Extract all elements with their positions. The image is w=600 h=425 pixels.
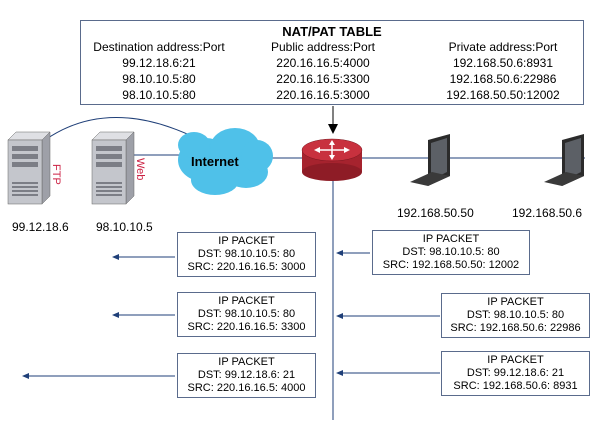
- nat-cell: 99.12.18.6:21: [122, 56, 196, 70]
- packet-src: SRC: 192.168.50.6: 8931: [453, 380, 578, 392]
- laptop-icon: [410, 134, 450, 186]
- nat-column-private: Private address:Port 192.168.50.6:8931 1…: [425, 39, 581, 103]
- packet-arrowhead-left: [336, 250, 343, 256]
- nat-cell: 220.16.16.5:4000: [276, 56, 370, 70]
- web-server-ip: 98.10.10.5: [96, 220, 153, 234]
- laptop-1-ip: 192.168.50.50: [397, 206, 474, 220]
- packet-dst: DST: 98.10.10.5: 80: [197, 308, 296, 320]
- packet-arrowhead-left: [112, 312, 119, 318]
- web-server-tag: Web: [134, 158, 146, 180]
- nat-header: Private address:Port: [448, 40, 558, 54]
- laptop-2-ip: 192.168.50.6: [512, 206, 583, 220]
- internet-cloud: [178, 128, 273, 195]
- packet-dst: DST: 98.10.10.5: 80: [402, 246, 500, 258]
- packet-dst: DST: 99.12.18.6: 21: [466, 367, 565, 379]
- ip-packet-public: IP PACKET DST: 99.12.18.6: 21 SRC: 220.1…: [177, 353, 316, 398]
- ftp-server-ip: 99.12.18.6: [12, 220, 69, 234]
- nat-header: Destination address:Port: [93, 40, 225, 54]
- laptop-icon: [544, 134, 584, 186]
- ip-packet-public: IP PACKET DST: 98.10.10.5: 80 SRC: 220.1…: [177, 232, 316, 277]
- nat-cell: 98.10.10.5:80: [122, 88, 196, 102]
- packet-title: IP PACKET: [218, 235, 275, 247]
- nat-cell: 220.16.16.5:3000: [276, 88, 370, 102]
- packet-title: IP PACKET: [487, 296, 544, 308]
- internet-label: Internet: [191, 154, 239, 169]
- nat-column-destination: Destination address:Port 99.12.18.6:21 9…: [85, 39, 233, 103]
- packet-arrowhead-left: [112, 254, 119, 260]
- packet-src: SRC: 220.16.16.5: 4000: [187, 382, 306, 394]
- nat-cell: 192.168.50.50:12002: [446, 88, 560, 102]
- nat-column-public: Public address:Port 220.16.16.5:4000 220…: [257, 39, 389, 103]
- packet-src: SRC: 192.168.50.6: 22986: [450, 322, 581, 334]
- ip-packet-private: IP PACKET DST: 99.12.18.6: 21 SRC: 192.1…: [441, 351, 590, 396]
- nat-cell: 192.168.50.6:8931: [452, 56, 554, 70]
- packet-title: IP PACKET: [218, 356, 275, 368]
- nat-cell: 220.16.16.5:3300: [276, 72, 370, 86]
- table-to-router-arrowhead: [328, 124, 338, 134]
- web-server-icon: [91, 131, 135, 205]
- packet-title: IP PACKET: [422, 233, 480, 245]
- nat-cell: 98.10.10.5:80: [122, 72, 196, 86]
- ftp-server-tag: FTP: [50, 164, 62, 185]
- nat-table-title: NAT/PAT TABLE: [282, 24, 382, 39]
- packet-dst: DST: 99.12.18.6: 21: [197, 369, 296, 381]
- packet-title: IP PACKET: [487, 354, 544, 366]
- packet-arrowhead-left: [336, 313, 343, 319]
- packet-arrowhead-left: [336, 370, 343, 376]
- ip-packet-private: IP PACKET DST: 98.10.10.5: 80 SRC: 192.1…: [441, 293, 590, 338]
- packet-src: SRC: 220.16.16.5: 3000: [187, 261, 306, 273]
- nat-pat-table: NAT/PAT TABLE Destination address:Port 9…: [80, 20, 584, 105]
- nat-cell: 192.168.50.6:22986: [449, 72, 557, 86]
- packet-title: IP PACKET: [218, 295, 275, 307]
- nat-header: Public address:Port: [270, 40, 376, 54]
- packet-src: SRC: 192.168.50.50: 12002: [382, 259, 520, 271]
- ip-packet-private: IP PACKET DST: 98.10.10.5: 80 SRC: 192.1…: [372, 230, 530, 275]
- packet-arrowhead-left: [22, 373, 29, 379]
- packet-src: SRC: 220.16.16.5: 3300: [187, 321, 306, 333]
- ip-packet-public: IP PACKET DST: 98.10.10.5: 80 SRC: 220.1…: [177, 292, 316, 337]
- packet-dst: DST: 98.10.10.5: 80: [197, 248, 296, 260]
- ftp-server-icon: [7, 131, 51, 205]
- link-ftp-internet: [44, 117, 201, 141]
- router-icon: [301, 138, 363, 181]
- packet-dst: DST: 98.10.10.5: 80: [466, 309, 565, 321]
